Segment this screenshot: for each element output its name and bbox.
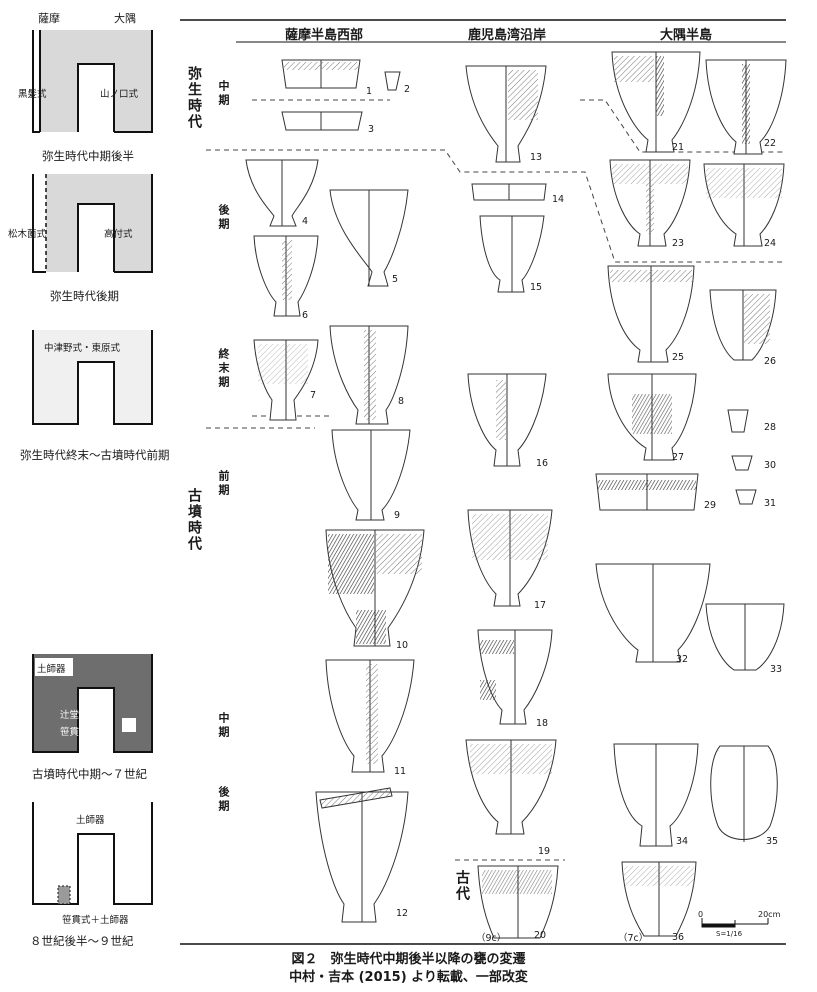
figure-number: 19 (538, 846, 551, 857)
figure-number: 26 (764, 356, 777, 367)
figure-number: 9 (394, 510, 401, 521)
figure-number: 3 (368, 124, 375, 135)
diagram-4-inner-label-2: 笹貫式 (60, 727, 89, 738)
period-kofun-early: 前期 (217, 470, 230, 498)
figure-number: 30 (764, 460, 777, 471)
figure-number: 21 (672, 142, 685, 153)
century-mark-9c: （9c） (476, 933, 507, 944)
figure-number: 12 (396, 908, 409, 919)
diagram-3-caption: 弥生時代終末～古墳時代前期 (20, 448, 170, 462)
figure-number: 33 (770, 664, 783, 675)
diagram-2-caption: 弥生時代後期 (50, 289, 119, 303)
diagram-4-shape (32, 654, 153, 753)
period-yayoi-middle: 中期 (217, 80, 230, 108)
figure-number: 31 (764, 498, 777, 509)
figure-number: 5 (392, 274, 399, 285)
figure-number: 34 (676, 836, 689, 847)
period-yayoi-final: 終末期 (217, 348, 230, 390)
figure-number: 25 (672, 352, 685, 363)
column-header-osumi: 大隅半島 (660, 28, 713, 43)
period-yayoi-late: 後期 (217, 204, 230, 232)
figure-number: 1 (366, 86, 373, 97)
diagram-4-corner-label: 土師器 (37, 664, 66, 675)
figure-number: 35 (766, 836, 779, 847)
figure-caption-line-2: 中村・吉本 (2015) より転載、一部改変 (289, 970, 528, 985)
diagram-1-right-label: 山ノ口式 (100, 89, 139, 100)
figure-caption-line-1: 図２ 弥生時代中期後半以降の甕の変遷 (291, 952, 526, 967)
figure-number: 24 (764, 238, 777, 249)
figure-number: 10 (396, 640, 409, 651)
diagram-2-right-label: 高付式 (104, 229, 133, 240)
figure-number: 2 (404, 84, 411, 95)
period-kofun-late: 後期 (217, 786, 230, 814)
figure-number: 32 (676, 654, 689, 665)
diagram-1-top-right: 大隅 (114, 12, 136, 25)
figure-number: 22 (764, 138, 777, 149)
figure-number: 20 (534, 930, 547, 941)
figure-number: 16 (536, 458, 549, 469)
diagram-3-shape (32, 330, 153, 425)
diagram-2-shape (32, 174, 153, 273)
figure-number: 29 (704, 500, 717, 511)
diagram-5-bottom-label: 笹貫式＋土師器 (62, 915, 129, 926)
diagram-1-shape (32, 30, 153, 133)
scale-bar-zero: 0 (698, 910, 704, 919)
period-kofun: 古墳時代 (186, 488, 202, 552)
figure-number: 14 (552, 194, 565, 205)
period-kofun-middle: 中期 (217, 712, 230, 740)
scale-bar (701, 918, 769, 928)
diagram-1-top-left: 薩摩 (38, 12, 60, 25)
figure-number: 4 (302, 216, 309, 227)
diagram-5-top-label: 土師器 (76, 815, 105, 826)
figure-number: 11 (394, 766, 407, 777)
diagram-5-shape (32, 802, 153, 905)
figure-number: 15 (530, 282, 543, 293)
diagram-1-caption: 弥生時代中期後半 (42, 149, 134, 163)
figure-number: 18 (536, 718, 549, 729)
figure-number: 28 (764, 422, 777, 433)
century-mark-7c: （7c） (618, 933, 649, 944)
figure-number: 6 (302, 310, 309, 321)
diagram-5-caption: ８世紀後半～９世紀 (30, 934, 134, 948)
diagram-4-inner-label-1: 辻堂原式 (60, 710, 99, 721)
figure-number: 27 (672, 452, 685, 463)
column-header-satsuma: 薩摩半島西部 (285, 28, 364, 43)
figure-number: 8 (398, 396, 405, 407)
period-kodai: 古代 (454, 870, 470, 902)
diagram-4-caption: 古墳時代中期～７世紀 (32, 767, 147, 781)
figure-number: 13 (530, 152, 543, 163)
column-header-kagoshima-bay: 鹿児島湾沿岸 (468, 28, 547, 43)
scale-bar-ratio: S=1/16 (716, 930, 743, 938)
period-yayoi: 弥生時代 (186, 66, 202, 130)
diagram-2-left-label: 松木薗式 (8, 229, 47, 240)
scale-bar-max: 20cm (758, 910, 781, 919)
figure-number: 7 (310, 390, 317, 401)
diagram-3-inner-label: 中津野式・東原式 (44, 343, 121, 354)
figure-number: 17 (534, 600, 547, 611)
figure-number: 36 (672, 932, 685, 943)
figure-number: 23 (672, 238, 685, 249)
diagram-1-left-label: 黒髪式 (18, 89, 47, 100)
